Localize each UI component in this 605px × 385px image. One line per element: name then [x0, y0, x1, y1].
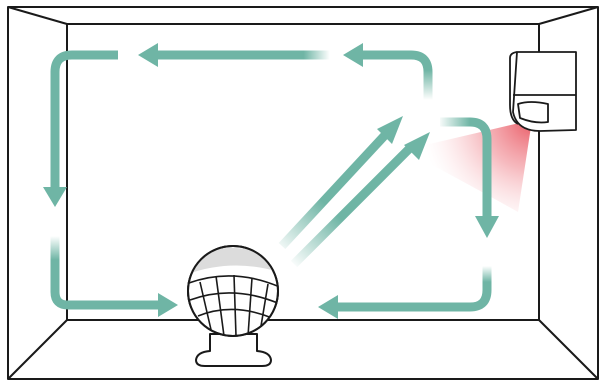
airflow-arrow-top-right-corner [359, 50, 433, 100]
floor-edge-right [538, 319, 599, 380]
arrowhead-top-left [138, 43, 158, 67]
airflow-arrow-bottom-right [336, 266, 492, 312]
arrowhead-bottom-left [158, 293, 178, 317]
airflow-arrow-right-down [440, 117, 492, 218]
arrowhead-bottom-right [318, 295, 338, 319]
ceiling-edge-left [7, 6, 68, 25]
fan-outline [187, 245, 279, 337]
circulator-fan-icon [187, 245, 279, 367]
arrowhead-diagonal-upper [377, 116, 403, 144]
arrowhead-top-right [343, 43, 363, 67]
arrowhead-diagonal-lower [404, 132, 430, 160]
airflow-arrow-diagonal-upper [278, 130, 390, 250]
airflow-arrow-left-down [50, 50, 118, 190]
back-wall [66, 23, 540, 321]
room-frame [7, 6, 599, 380]
floor-edge-left [7, 319, 68, 380]
cold-air-plume-icon [404, 120, 532, 212]
arrowhead-left [43, 187, 67, 207]
airflow-arrow-bottom-left [50, 236, 160, 310]
airflow-arrow-diagonal-lower [290, 144, 414, 268]
room-perspective-icon [7, 6, 599, 380]
wall-air-conditioner-icon [509, 51, 577, 132]
ceiling-edge-right [538, 6, 599, 25]
arrowhead-right [475, 216, 499, 238]
fan-grille [188, 274, 278, 336]
ac-louver [517, 101, 549, 124]
ac-side [509, 51, 519, 125]
fan-stand [195, 333, 272, 367]
